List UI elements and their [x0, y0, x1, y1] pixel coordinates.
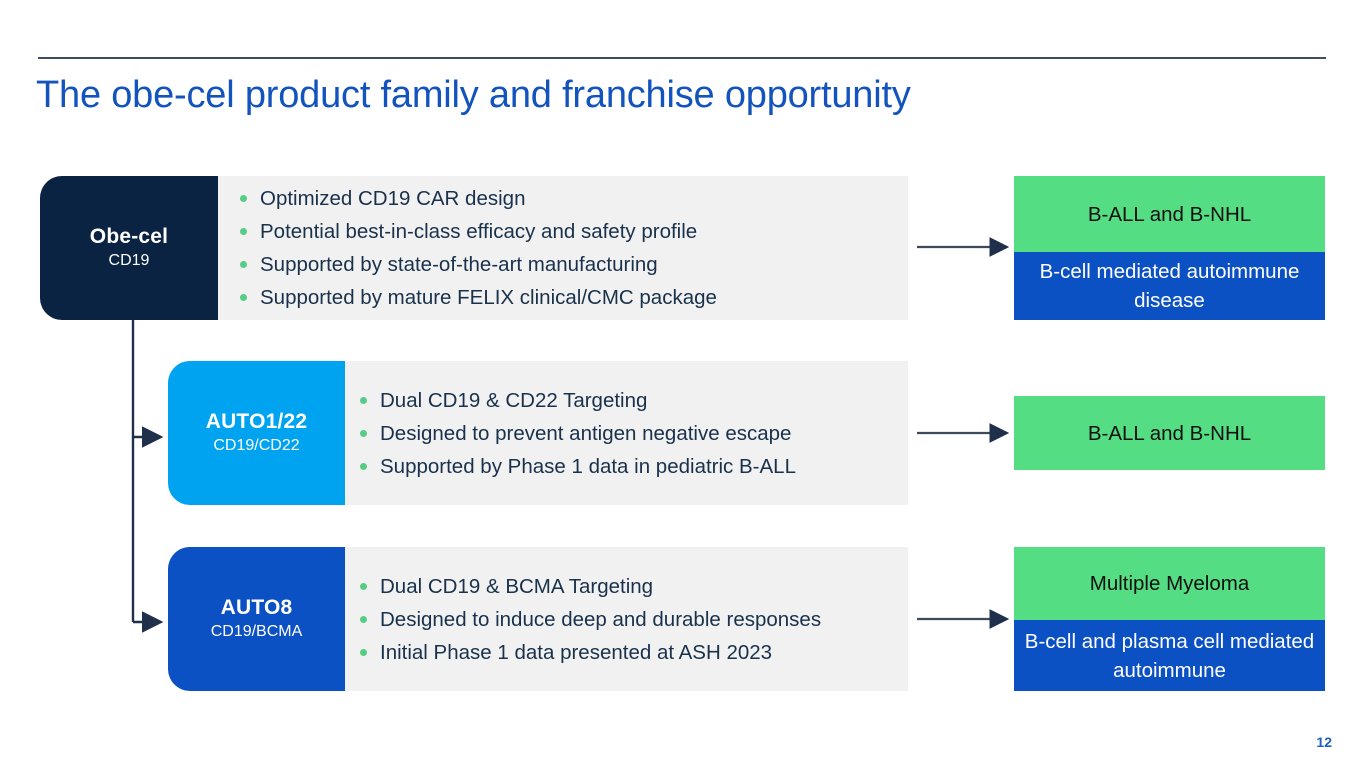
outcome-box-indication[interactable]: B-cell and plasma cell mediated autoimmu… — [1014, 620, 1325, 691]
product-subtitle: CD19/BCMA — [210, 623, 303, 640]
bullet-dot-icon — [360, 429, 367, 437]
bullet-text: Supported by state-of-the-art manufactur… — [260, 253, 658, 276]
product-subtitle: CD19/CD22 — [213, 437, 300, 454]
row-panel — [345, 547, 908, 691]
list-item: Dual CD19 & BCMA Targeting — [360, 570, 898, 603]
product-row-auto1-22: AUTO1/22 CD19/CD22 Dual CD19 & CD22 Targ… — [168, 361, 908, 505]
product-box-auto1-22[interactable]: AUTO1/22 CD19/CD22 — [168, 361, 345, 505]
outcome-label: B-cell mediated autoimmune disease — [1039, 260, 1300, 312]
product-box-auto8[interactable]: AUTO8 CD19/BCMA — [168, 547, 345, 691]
outcome-box-indication[interactable]: B-ALL and B-NHL — [1014, 396, 1325, 470]
list-item: Designed to prevent antigen negative esc… — [360, 417, 898, 450]
bullet-dot-icon — [360, 396, 367, 404]
header-divider — [38, 57, 1326, 59]
product-row-auto8: AUTO8 CD19/BCMA Dual CD19 & BCMA Targeti… — [168, 547, 908, 691]
outcome-label: Multiple Myeloma — [1089, 572, 1250, 595]
list-item: Supported by Phase 1 data in pediatric B… — [360, 450, 898, 483]
list-item: Dual CD19 & CD22 Targeting — [360, 384, 898, 417]
bullet-dot-icon — [240, 261, 247, 268]
product-name: AUTO8 — [220, 596, 293, 619]
product-name: Obe-cel — [89, 225, 169, 248]
bullet-text: Designed to induce deep and durable resp… — [380, 607, 822, 631]
product-box-obe-cel[interactable]: Obe-cel CD19 — [40, 176, 218, 320]
bullet-dot-icon — [360, 462, 367, 470]
bullet-list: Dual CD19 & CD22 Targeting Designed to p… — [360, 361, 898, 505]
page-number: 12 — [1316, 734, 1332, 750]
list-item: Initial Phase 1 data presented at ASH 20… — [360, 636, 898, 669]
list-item: Designed to induce deep and durable resp… — [360, 603, 898, 636]
outcome-box-indication[interactable]: B-cell mediated autoimmune disease — [1014, 252, 1325, 320]
row-panel — [218, 176, 908, 320]
bullet-list: Optimized CD19 CAR design Potential best… — [240, 176, 898, 320]
outcome-box-indication[interactable]: B-ALL and B-NHL — [1014, 176, 1325, 252]
outcome-label: B-ALL and B-NHL — [1087, 202, 1252, 226]
bullet-text: Potential best-in-class efficacy and saf… — [260, 220, 698, 243]
page-title: The obe-cel product family and franchise… — [36, 74, 911, 116]
bullet-text: Dual CD19 & CD22 Targeting — [380, 388, 648, 412]
list-item: Potential best-in-class efficacy and saf… — [240, 215, 898, 248]
product-name: AUTO1/22 — [205, 410, 308, 433]
product-subtitle: CD19 — [108, 252, 150, 269]
bullet-dot-icon — [240, 195, 247, 202]
bullet-dot-icon — [360, 615, 367, 623]
bullet-text: Dual CD19 & BCMA Targeting — [380, 574, 654, 598]
outcome-label: B-ALL and B-NHL — [1087, 421, 1252, 445]
list-item: Supported by mature FELIX clinical/CMC p… — [240, 281, 898, 314]
row-panel — [345, 361, 908, 505]
outcome-label: B-cell and plasma cell mediated autoimmu… — [1024, 629, 1315, 682]
bullet-dot-icon — [240, 228, 247, 235]
bullet-text: Optimized CD19 CAR design — [260, 187, 526, 210]
bullet-text: Initial Phase 1 data presented at ASH 20… — [380, 640, 773, 664]
list-item: Supported by state-of-the-art manufactur… — [240, 248, 898, 281]
bullet-text: Designed to prevent antigen negative esc… — [380, 421, 792, 445]
bullet-list: Dual CD19 & BCMA Targeting Designed to i… — [360, 547, 898, 691]
outcome-box-indication[interactable]: Multiple Myeloma — [1014, 547, 1325, 620]
bullet-dot-icon — [240, 294, 247, 301]
product-row-obe-cel: Obe-cel CD19 Optimized CD19 CAR design P… — [40, 176, 908, 320]
bullet-dot-icon — [360, 648, 367, 656]
bullet-text: Supported by mature FELIX clinical/CMC p… — [260, 286, 717, 309]
bullet-text: Supported by Phase 1 data in pediatric B… — [380, 454, 796, 478]
bullet-dot-icon — [360, 582, 367, 590]
list-item: Optimized CD19 CAR design — [240, 182, 898, 215]
